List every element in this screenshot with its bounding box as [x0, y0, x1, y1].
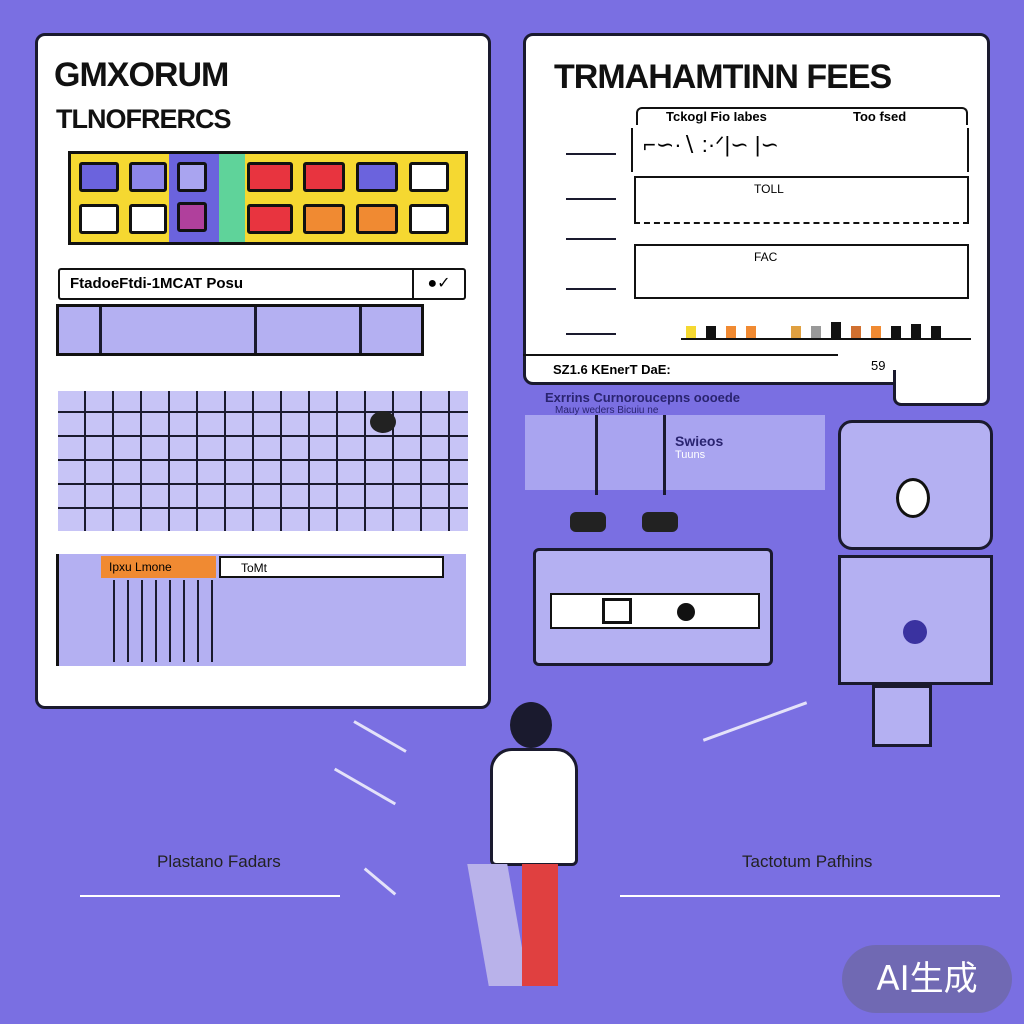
left-panel: GMXORUM TLNOFRERCS FtadoeFtdi-1MCAT Posu…: [35, 33, 491, 709]
person-head: [510, 702, 552, 748]
middle-card: Swieos Tuuns: [525, 415, 825, 495]
button-icon[interactable]: [903, 620, 927, 644]
search-label: FtadoeFtdi-1MCAT Posu: [70, 275, 244, 292]
device-icon: [570, 512, 606, 532]
window: [247, 204, 293, 234]
robot-icon: [896, 478, 930, 518]
slider-handle[interactable]: [602, 598, 632, 624]
building-illustration: [68, 151, 468, 245]
person-leg-right: [522, 864, 558, 986]
window: [177, 162, 207, 192]
footer-right: 59: [871, 358, 886, 373]
card-sub: Tuuns: [675, 449, 706, 461]
middle-caption: Exrrins Curnoroucepns oooede: [545, 390, 741, 405]
window: [356, 204, 398, 234]
person-leg-left: [467, 864, 529, 986]
road-dash: [702, 701, 808, 742]
row-icons: [526, 128, 616, 358]
window: [356, 162, 398, 192]
lower-section: Ipxu Lmone ToMt: [56, 554, 466, 666]
tab-white[interactable]: ToMt: [219, 556, 444, 578]
marker-icon: [370, 411, 396, 433]
toolbar-strip: [56, 304, 424, 356]
machine-top: [838, 420, 993, 550]
road-dash: [353, 720, 407, 753]
chart-row-2: TOLL: [634, 176, 969, 224]
chart-row-1: ⌐∽·∖ :·ᐟ|∽ |∽: [631, 128, 969, 172]
middle-caption-sub: Mauy weders Bicuiu ne: [555, 405, 659, 416]
search-bar[interactable]: FtadoeFtdi-1MCAT Posu ●✓: [58, 268, 466, 300]
building-column: [219, 154, 245, 242]
person-body: [490, 748, 578, 866]
panel-tab: [893, 370, 990, 406]
card-label: Swieos: [675, 433, 724, 449]
left-panel-subtitle: TLNOFRERCS: [56, 104, 231, 134]
chart-toggle-icon[interactable]: ●✓: [412, 270, 464, 298]
machine-base: [872, 685, 932, 747]
right-panel: TRMAHAMTINN FEES Tckogl Fio Iabes Too fs…: [523, 33, 990, 385]
device-icon: [642, 512, 678, 532]
row3-text: FAC: [754, 250, 778, 264]
map-grid: [58, 391, 468, 531]
window: [303, 204, 345, 234]
header-col1: Tckogl Fio Iabes: [666, 109, 767, 124]
right-panel-title: TRMAHAMTINN FEES: [554, 58, 892, 96]
right-label: Tactotum Pafhins: [742, 852, 873, 871]
ai-generated-badge: AI生成: [842, 945, 1012, 1013]
table-grid: [101, 580, 216, 662]
road-dash: [333, 767, 397, 806]
machine-bottom: [838, 555, 993, 685]
window: [79, 204, 119, 234]
road-dash: [363, 867, 397, 896]
header-col2: Too fsed: [853, 109, 907, 124]
dot-icon: [677, 603, 695, 621]
slider-track[interactable]: [550, 593, 760, 629]
window: [247, 162, 293, 192]
window: [129, 162, 167, 192]
window: [129, 204, 167, 234]
row2-text: TOLL: [754, 182, 784, 196]
left-label: Plastano Fadars: [157, 852, 281, 871]
table-header: Tckogl Fio Iabes Too fsed: [636, 107, 968, 125]
tab-orange[interactable]: Ipxu Lmone: [101, 556, 216, 578]
chart-row-3: FAC: [634, 244, 969, 299]
window: [409, 204, 449, 234]
mini-bar-chart: [681, 318, 971, 340]
left-panel-title: GMXORUM: [54, 56, 229, 94]
card-widget: [533, 548, 773, 666]
window: [177, 202, 207, 232]
window: [79, 162, 119, 192]
window: [409, 162, 449, 192]
window: [303, 162, 345, 192]
footer-status: SZ1.6 KEnerT DaE:: [523, 354, 838, 384]
